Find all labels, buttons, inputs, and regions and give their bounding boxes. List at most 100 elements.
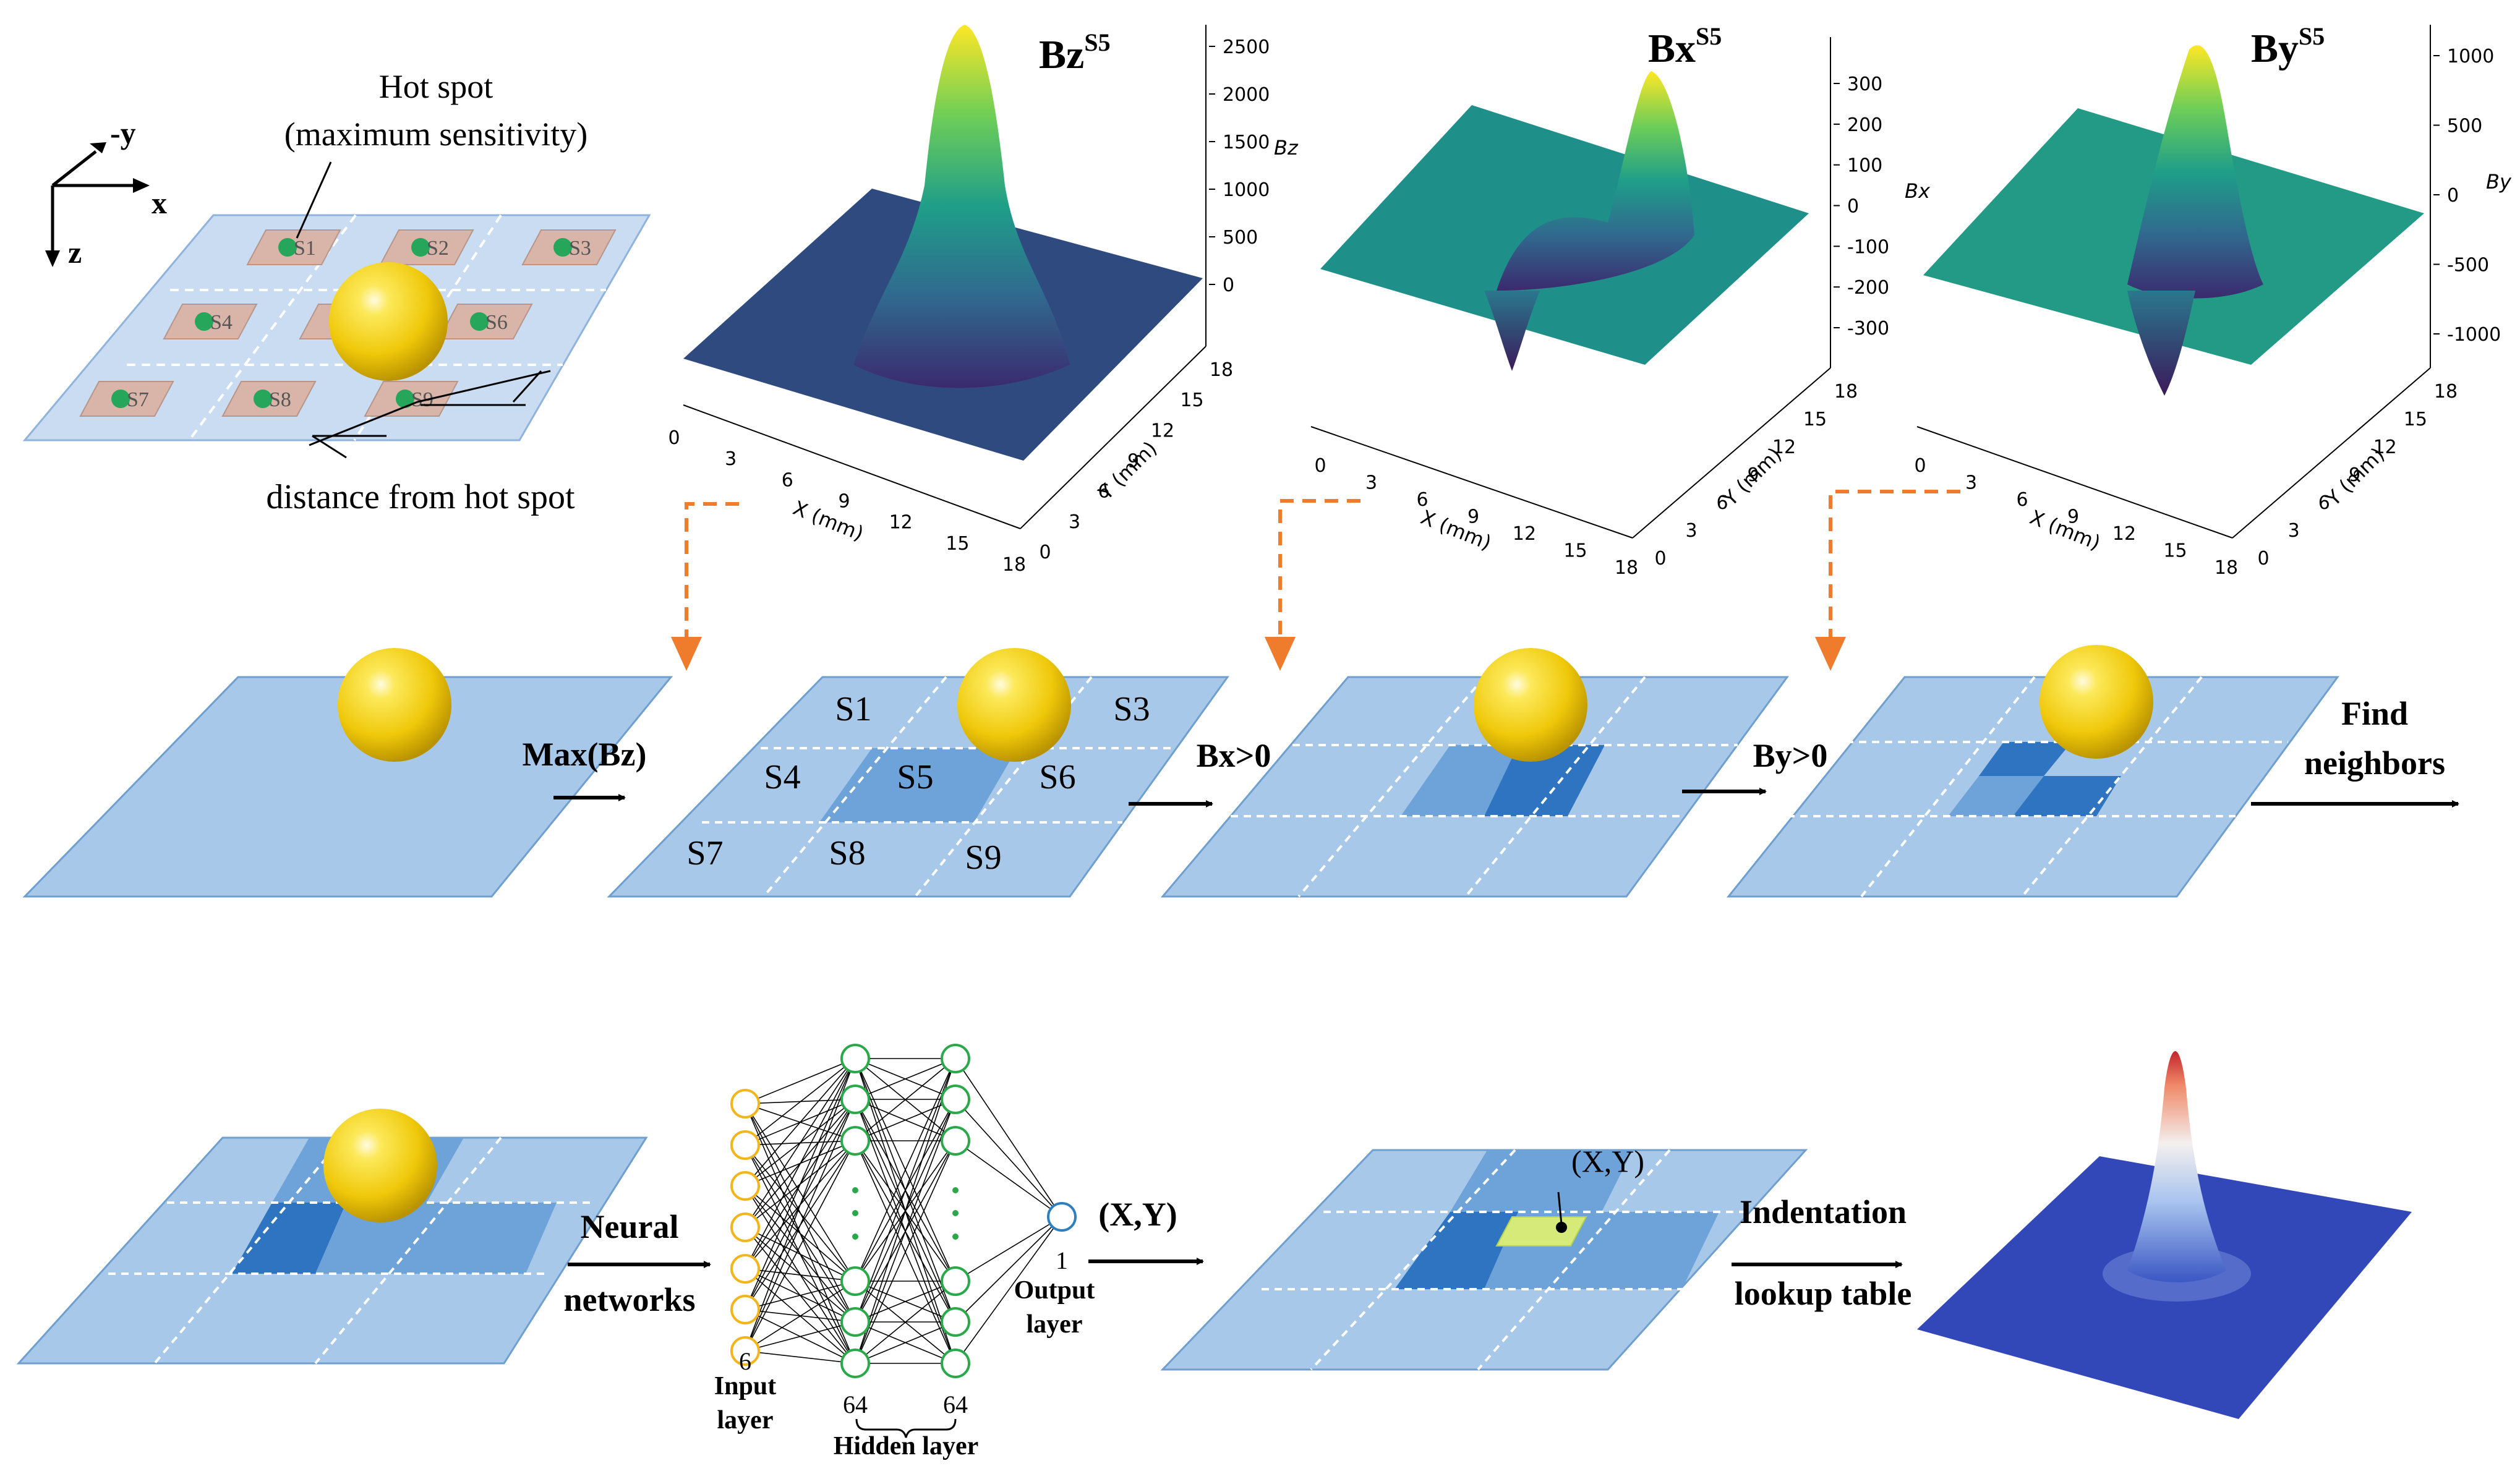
arrow-bx-label: Bx>0 bbox=[1197, 737, 1271, 774]
x-tick-label: 12 bbox=[1513, 523, 1536, 545]
y-tick-label: 3 bbox=[1069, 511, 1080, 533]
hotspot-pointer bbox=[296, 161, 332, 239]
z-tick-label: 0 bbox=[1223, 275, 1234, 296]
nn-connections bbox=[745, 1058, 1062, 1364]
z-tick-label: 200 bbox=[1847, 114, 1882, 136]
nn-connection bbox=[855, 1058, 956, 1323]
nn-connection bbox=[745, 1227, 856, 1282]
sensor-label: S4 bbox=[210, 311, 233, 334]
nn-arrow-label: Neural bbox=[581, 1208, 679, 1245]
y-tick-label: 15 bbox=[1180, 390, 1203, 411]
y-tick-label: 15 bbox=[2404, 409, 2427, 430]
nn-connection bbox=[745, 1144, 856, 1282]
input-node bbox=[730, 1336, 760, 1366]
sensor-label: S1 bbox=[294, 237, 316, 260]
grid-label-s3: S3 bbox=[1113, 690, 1150, 728]
grid-label-s8: S8 bbox=[829, 834, 865, 872]
orange-connector-bx bbox=[1278, 499, 1360, 643]
neg-y-axis-label: -y bbox=[110, 116, 136, 150]
output-node bbox=[1047, 1202, 1077, 1232]
z-tick-label: 1000 bbox=[1223, 179, 1270, 201]
nn-connection bbox=[855, 1058, 956, 1141]
y-tick-label: 6 bbox=[1098, 481, 1109, 503]
input-node bbox=[730, 1254, 760, 1284]
nn-connection bbox=[855, 1281, 956, 1364]
cell-neighbor-dark bbox=[232, 1203, 346, 1274]
plate-initial bbox=[22, 648, 673, 898]
cell-selected bbox=[1401, 745, 1518, 816]
nn-connection bbox=[745, 1058, 856, 1146]
input-layer-label: Input bbox=[714, 1372, 776, 1400]
cell-selected-dark bbox=[2013, 776, 2121, 816]
x-tick-label: 0 bbox=[1314, 455, 1326, 477]
y-tick-label: 3 bbox=[2288, 520, 2300, 542]
indenter-sphere bbox=[338, 648, 451, 762]
sensor-label: S7 bbox=[127, 388, 149, 411]
xy-arrow-label: (X,Y) bbox=[1098, 1196, 1177, 1233]
z-tick-label: -200 bbox=[1847, 277, 1889, 299]
orange-connector-bz bbox=[685, 502, 739, 643]
plate-by-selection bbox=[1726, 645, 2339, 898]
plate-xy-result: (X,Y) bbox=[1160, 1144, 1808, 1371]
plate-grid bbox=[702, 676, 1175, 898]
y-tick-label: 9 bbox=[1127, 451, 1139, 472]
arrow-by-label: By>0 bbox=[1753, 737, 1828, 774]
nn-connection bbox=[745, 1058, 856, 1269]
nn-connection bbox=[745, 1140, 856, 1352]
x-tick-label: 12 bbox=[889, 512, 913, 534]
nn-connection bbox=[745, 1103, 856, 1282]
hotspot-dot bbox=[553, 238, 572, 257]
xy-pointer bbox=[1557, 1191, 1563, 1225]
x-tick-label: 9 bbox=[1467, 506, 1479, 528]
hotspot-dot bbox=[278, 238, 297, 257]
x-tick-label: 15 bbox=[2163, 540, 2187, 562]
x-tick-label: 3 bbox=[1965, 472, 1977, 494]
nn-nodes bbox=[730, 1044, 1077, 1378]
distance-label: distance from hot spot bbox=[266, 478, 575, 516]
hidden-node bbox=[840, 1307, 870, 1337]
hotspot-dot bbox=[411, 238, 430, 257]
hotspot-label: Hot spot bbox=[379, 68, 493, 105]
y-tick-label: 9 bbox=[2349, 464, 2360, 486]
plate-grid bbox=[1262, 1149, 1756, 1371]
bz-z-label: Bz bbox=[1274, 136, 1299, 160]
cell-s5 bbox=[819, 748, 1017, 822]
sensor-label: S6 bbox=[485, 311, 508, 334]
hidden-node bbox=[941, 1266, 970, 1296]
indenter-sphere bbox=[957, 648, 1071, 762]
x-tick-label: 3 bbox=[725, 448, 737, 470]
x-tick-label: 9 bbox=[2067, 506, 2079, 528]
distance-dimension bbox=[309, 370, 551, 459]
nn-connection bbox=[745, 1268, 856, 1282]
x-axis-arrowhead bbox=[133, 178, 150, 193]
input-node bbox=[730, 1089, 760, 1119]
y-tick-label: 12 bbox=[2373, 437, 2397, 458]
bz-x-label: X (mm) bbox=[790, 496, 867, 545]
sensor-array-diagram: S1S2S3S4S5S6S7S8S9 Hot spot (maximum sen… bbox=[22, 68, 651, 516]
input-layer-label-sub: layer bbox=[717, 1406, 774, 1434]
bz-axes bbox=[683, 25, 1207, 529]
nn-connection bbox=[745, 1099, 856, 1352]
z-axis-arrowhead bbox=[45, 250, 60, 267]
bx-x-label: X (mm) bbox=[1417, 505, 1495, 555]
x-tick-label: 18 bbox=[2215, 557, 2238, 579]
nn-connection bbox=[745, 1350, 856, 1364]
y-tick-label: 3 bbox=[1685, 520, 1697, 542]
input-node bbox=[730, 1213, 760, 1242]
nn-connection bbox=[955, 1099, 1062, 1217]
indenter-sphere bbox=[329, 262, 448, 381]
x-tick-label: 6 bbox=[782, 469, 793, 491]
x-tick-label: 18 bbox=[1615, 557, 1638, 579]
grid-label-s4: S4 bbox=[764, 758, 800, 796]
x-tick-label: 3 bbox=[1365, 472, 1377, 494]
y-tick-label: 18 bbox=[1834, 381, 1858, 403]
y-tick-label: 15 bbox=[1803, 409, 1827, 430]
sensor-label: S8 bbox=[269, 388, 291, 411]
z-tick-label: 0 bbox=[1847, 196, 1859, 218]
x-tick-label: 6 bbox=[2016, 489, 2028, 511]
hidden-node bbox=[941, 1044, 970, 1073]
hidden-count-1: 64 bbox=[843, 1391, 868, 1418]
